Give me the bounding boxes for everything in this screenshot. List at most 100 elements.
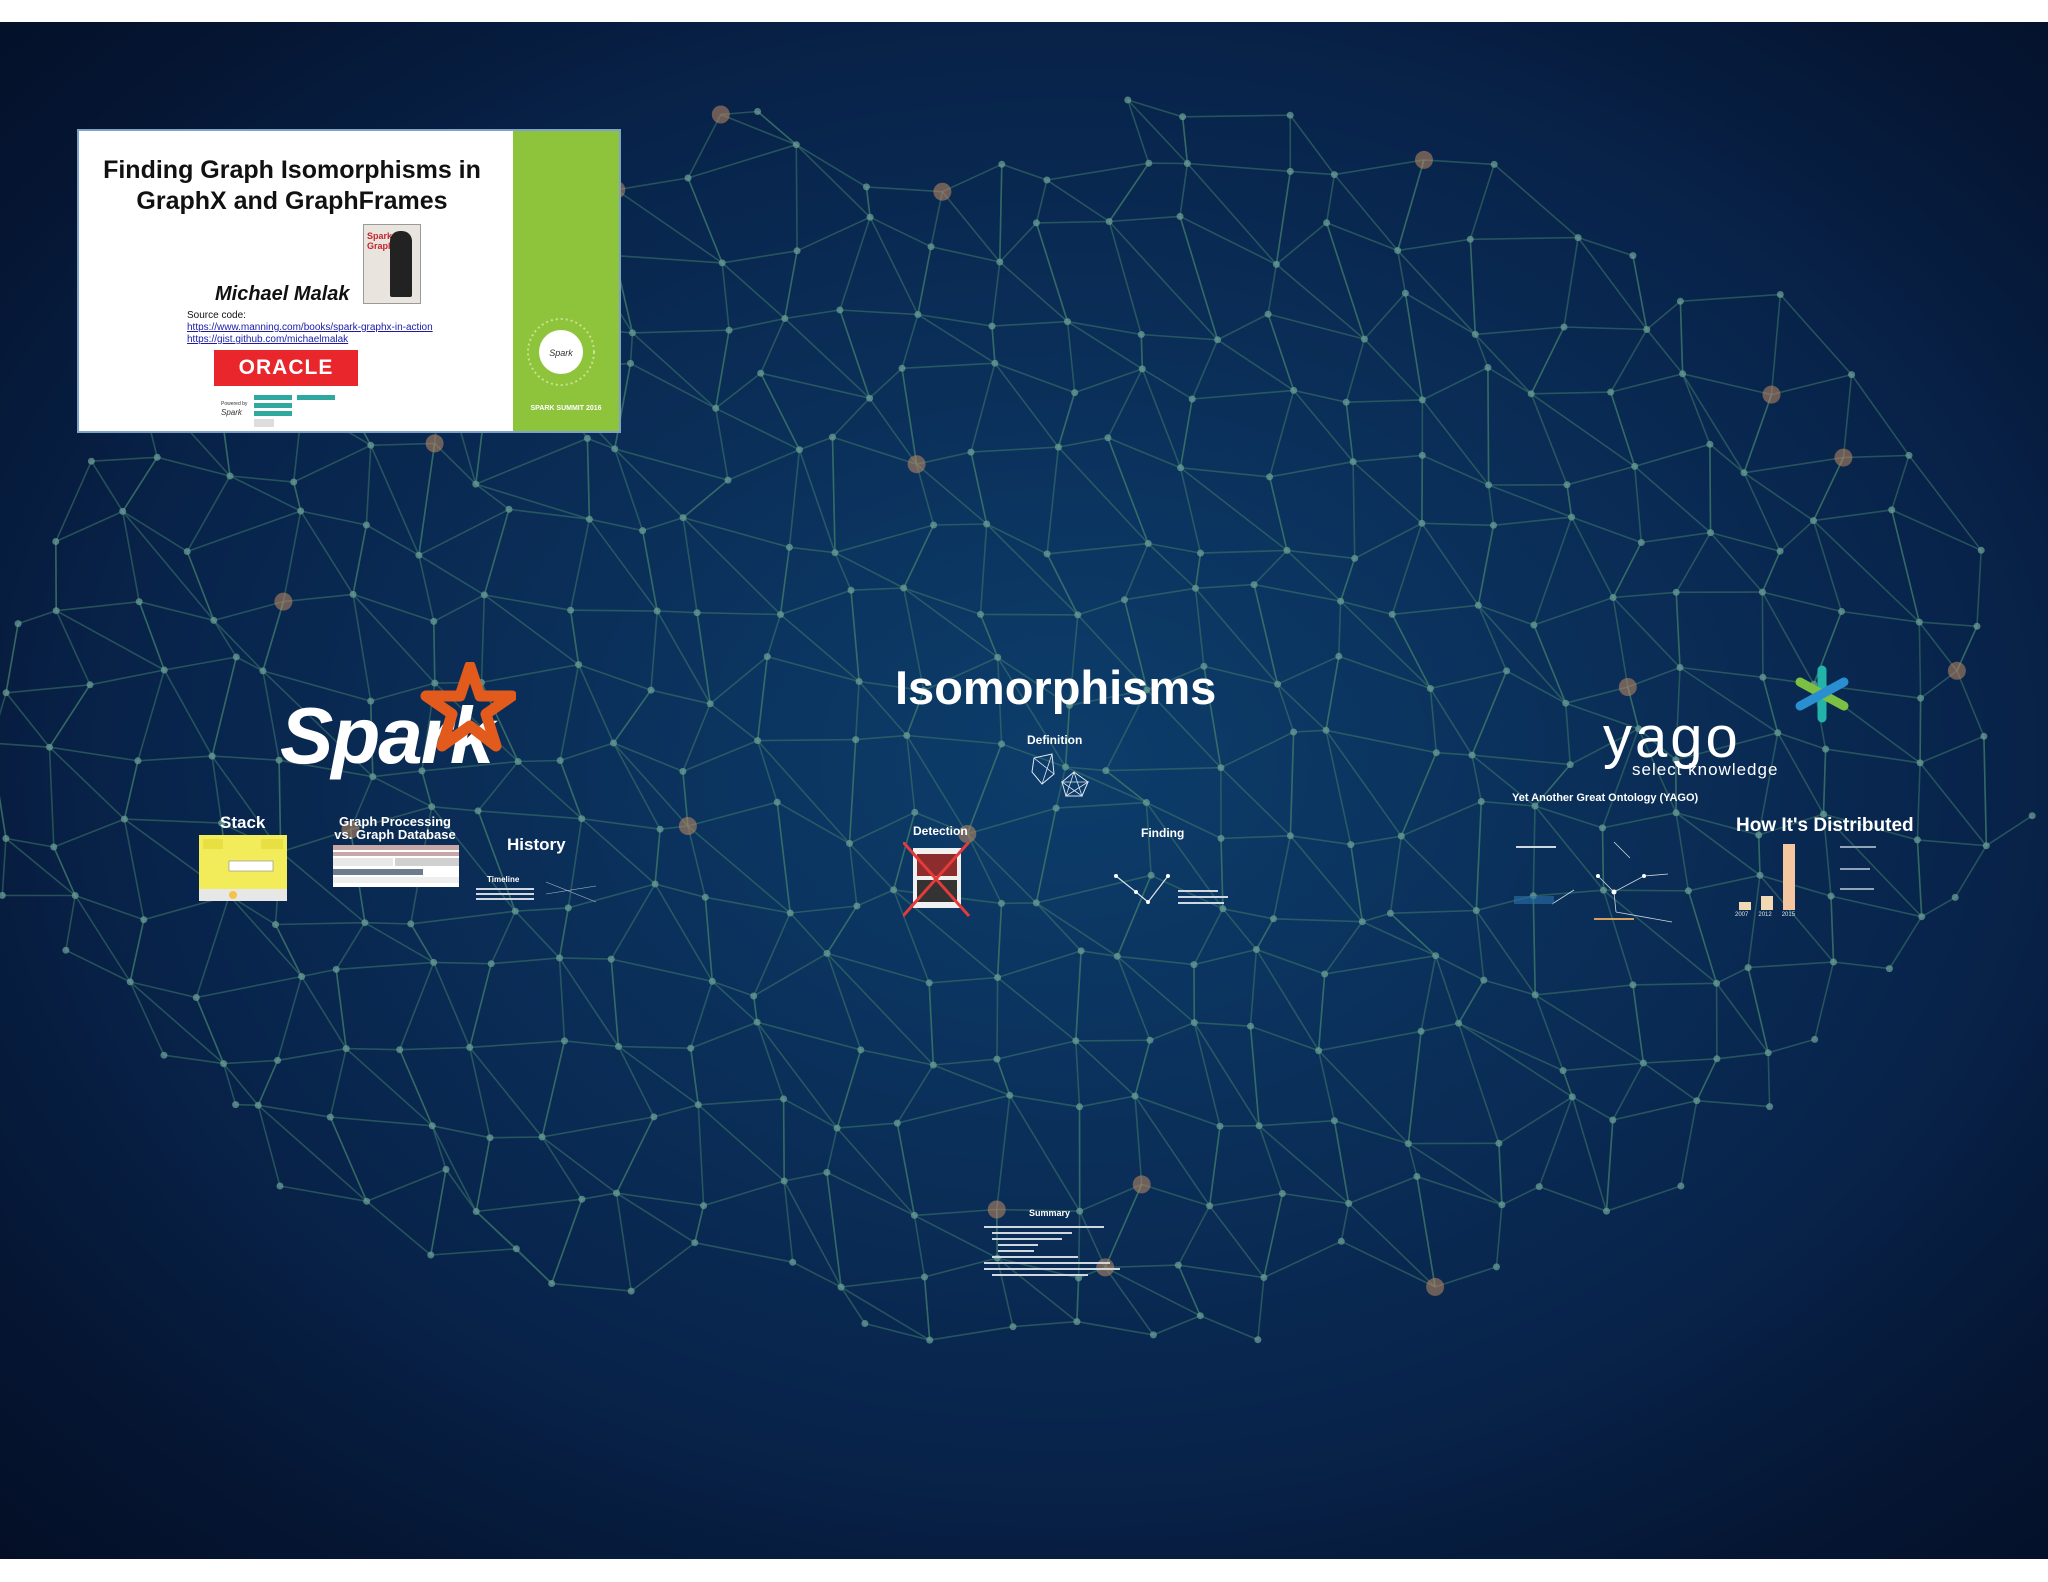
mesh-edge: [798, 449, 836, 553]
mesh-edge: [715, 407, 800, 451]
definition-heading[interactable]: Definition: [1027, 733, 1083, 747]
mesh-node: [629, 329, 636, 337]
summary-text-thumbnail[interactable]: [982, 1222, 1122, 1292]
mesh-node: [1672, 756, 1680, 764]
detection-heading[interactable]: Detection: [913, 824, 968, 838]
mesh-edge: [1286, 549, 1355, 560]
mesh-edge: [1289, 731, 1295, 836]
mesh-edge: [757, 738, 856, 742]
mesh-edge: [929, 976, 998, 984]
mesh-edge: [784, 309, 841, 320]
mesh-edge: [352, 594, 372, 702]
history-heading[interactable]: History: [507, 835, 566, 854]
mesh-edge: [1272, 835, 1292, 919]
finding-thumbnail[interactable]: [1112, 868, 1242, 914]
mesh-edge: [335, 969, 347, 1049]
source-code-block: Source code: https://www.manning.com/boo…: [187, 310, 433, 346]
distribution-bar-chart[interactable]: [1735, 840, 1815, 930]
mesh-edge: [345, 1048, 433, 1127]
mesh-node: [367, 441, 375, 449]
stack-diagram-thumbnail[interactable]: [199, 835, 289, 905]
mesh-edge: [996, 1058, 1011, 1096]
mesh-edge: [1108, 221, 1143, 335]
mesh-edge: [996, 1208, 1080, 1212]
link-manning[interactable]: https://www.manning.com/books/spark-grap…: [187, 322, 433, 333]
definition-graph-thumbnail[interactable]: [1028, 750, 1094, 806]
mesh-edge: [475, 483, 590, 520]
mesh-edge: [186, 475, 231, 552]
mesh-edge: [1346, 399, 1423, 403]
mesh-node: [1278, 1190, 1286, 1197]
mesh-edge: [1334, 159, 1425, 176]
svg-text:Spark: Spark: [221, 408, 243, 417]
mesh-node: [1744, 964, 1752, 972]
mesh-edge: [1612, 597, 1629, 688]
mesh-edge: [1146, 665, 1205, 691]
mesh-node: [272, 921, 279, 928]
yago-graph-thumbnail[interactable]: [1512, 834, 1722, 930]
mesh-edge: [1632, 255, 1648, 330]
mesh-edge: [994, 362, 1060, 448]
mesh-edge: [1535, 984, 1633, 996]
mesh-edge: [483, 509, 510, 596]
mesh-edge: [1976, 550, 1982, 627]
mesh-edge: [370, 444, 420, 556]
mesh-node: [994, 974, 1002, 981]
mesh-edge: [1813, 961, 1835, 1040]
mesh-edge: [1498, 1143, 1503, 1205]
mesh-node: [1330, 171, 1338, 179]
yago-subtitle[interactable]: Yet Another Great Ontology (YAGO): [1512, 792, 1699, 804]
mesh-node: [988, 322, 996, 330]
mesh-edge: [1067, 320, 1142, 336]
mesh-edge: [721, 262, 730, 331]
title-slide-thumbnail[interactable]: Finding Graph Isomorphisms in GraphX and…: [77, 129, 621, 433]
mesh-edge: [1632, 982, 1717, 986]
mesh-edge: [1435, 954, 1485, 981]
mesh-node: [708, 977, 716, 985]
stack-heading[interactable]: Stack: [220, 813, 266, 832]
mesh-edge: [1762, 591, 1842, 613]
yago-logo-text[interactable]: yago: [1603, 705, 1741, 770]
mesh-node: [1607, 388, 1615, 396]
mesh-edge: [1141, 368, 1193, 400]
how-distributed-heading[interactable]: How It's Distributed: [1736, 815, 1914, 836]
summary-heading[interactable]: Summary: [1029, 1208, 1071, 1218]
prezi-canvas[interactable]: Finding Graph Isomorphisms in GraphX and…: [0, 22, 2048, 1559]
mesh-edge: [1469, 164, 1495, 240]
mesh-edge: [1179, 467, 1202, 554]
comparison-table-thumbnail[interactable]: [333, 845, 459, 887]
mesh-node: [274, 1056, 282, 1064]
mesh-node: [1360, 335, 1368, 343]
mesh-node: [1066, 701, 1073, 709]
mesh-edge: [74, 895, 131, 983]
mesh-node: [615, 1043, 622, 1050]
mesh-edge: [235, 1103, 259, 1107]
mesh-edge: [186, 551, 215, 621]
timeline-thumbnail[interactable]: [476, 874, 606, 910]
distribution-notes-thumbnail: [1840, 846, 1876, 890]
mesh-node: [1535, 1183, 1543, 1191]
mesh-edge: [689, 1048, 700, 1105]
mesh-node: [567, 606, 575, 614]
mesh-node: [903, 732, 911, 739]
link-gist[interactable]: https://gist.github.com/michaelmalak: [187, 334, 349, 345]
mesh-edge: [892, 812, 916, 891]
graph-processing-heading[interactable]: Graph Processing vs. Graph Database: [334, 814, 456, 842]
finding-heading[interactable]: Finding: [1141, 826, 1185, 840]
mesh-edge: [752, 995, 758, 1023]
mesh-edge: [1680, 293, 1781, 303]
mesh-edge: [782, 1098, 785, 1182]
mesh-node: [119, 507, 127, 515]
mesh-edge: [478, 810, 582, 820]
mesh-edge: [1841, 610, 1920, 623]
mesh-node: [232, 1101, 240, 1109]
mesh-edge: [1457, 979, 1485, 1024]
mesh-edge: [541, 1136, 617, 1194]
mesh-edge: [1219, 1124, 1260, 1127]
mesh-edge: [614, 254, 723, 264]
detection-thumbnail[interactable]: [903, 842, 973, 918]
mesh-node: [52, 607, 60, 615]
mesh-node: [1247, 1022, 1254, 1030]
isomorphisms-heading[interactable]: Isomorphisms: [895, 661, 1217, 714]
mesh-node: [687, 1044, 695, 1052]
